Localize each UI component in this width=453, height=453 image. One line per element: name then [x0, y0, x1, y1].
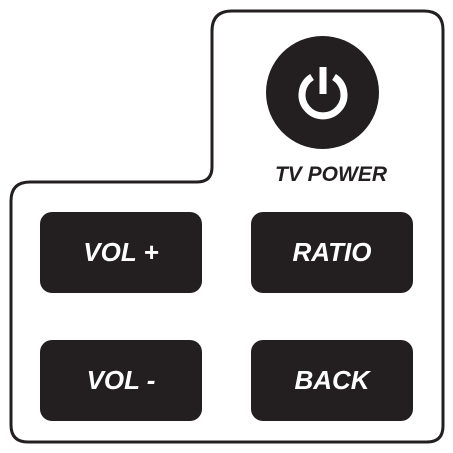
vol-down-label: VOL - — [86, 365, 156, 395]
back-button[interactable]: BACK — [251, 340, 413, 421]
vol-down-button[interactable]: VOL - — [40, 340, 202, 421]
tv-power-button[interactable] — [266, 36, 379, 149]
ratio-label: RATIO — [292, 237, 372, 267]
tv-power-label: TV POWER — [274, 163, 387, 186]
power-icon — [298, 66, 347, 119]
ratio-button[interactable]: RATIO — [251, 212, 413, 293]
vol-up-button[interactable]: VOL + — [40, 212, 202, 293]
back-label: BACK — [294, 365, 370, 395]
vol-up-label: VOL + — [83, 237, 159, 267]
